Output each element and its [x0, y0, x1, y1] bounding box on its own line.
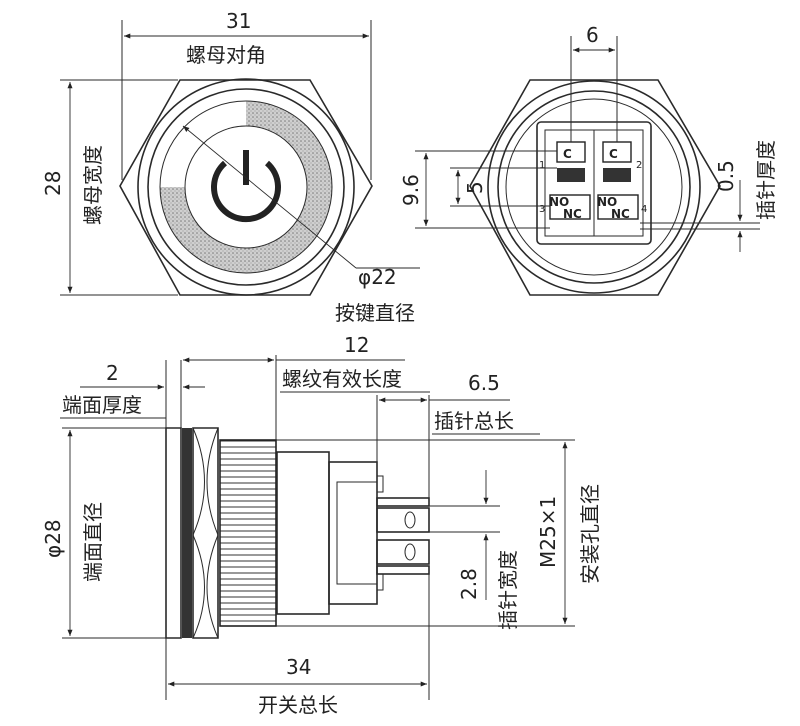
face-ring: [182, 428, 192, 638]
flange-circle: [147, 88, 345, 286]
rear-body: [276, 451, 330, 615]
pin-width-label: 插针宽度: [496, 550, 520, 630]
side-pins: [376, 475, 430, 591]
nut-width-value: 28: [41, 171, 65, 196]
front-view: φ22 按键直径 31 螺母对角 28 螺母宽度: [41, 9, 420, 325]
ring-inner: [184, 125, 308, 249]
outer-span-value: 9.6: [399, 174, 423, 206]
pin-total-label: 插针总长: [434, 409, 514, 433]
face-diameter-label: 端面直径: [81, 502, 105, 582]
terminal-number-4: 4: [641, 204, 647, 215]
nut-circle: [137, 78, 355, 296]
rear-outer-circle: [487, 80, 701, 294]
terminal-no-right: NO: [597, 195, 617, 209]
face-thickness-label: 端面厚度: [62, 393, 142, 417]
button-diameter-label: 按键直径: [335, 301, 415, 325]
terminal-nc-right: NC: [611, 207, 630, 221]
ring-outer: [159, 100, 333, 274]
pin-thickness-value: 0.5: [714, 160, 738, 192]
nut-curve-right: [206, 427, 219, 639]
diameter-leader: [182, 125, 357, 269]
terminal-number-1: 1: [539, 160, 545, 171]
rear-hex-outline: [469, 79, 721, 296]
pin-spacing-value: 6: [586, 23, 599, 47]
button-diameter-value: φ22: [358, 265, 397, 289]
threaded-body: [219, 439, 277, 627]
terminal-c-left: C: [563, 147, 572, 161]
terminal-c-right: C: [609, 147, 618, 161]
total-length-value: 34: [286, 655, 311, 679]
pin-thickness-label: 插针厚度: [754, 140, 778, 220]
side-view: 2 端面厚度 12 螺纹有效长度 6.5 插针总长 φ28 端面直径 2.8 插…: [41, 333, 602, 717]
pin-width-value: 2.8: [457, 568, 481, 600]
nut-curve-left: [192, 427, 205, 639]
nut-width-label: 螺母宽度: [81, 145, 105, 225]
terminal-number-2: 2: [636, 160, 642, 171]
terminal-number-3: 3: [539, 204, 545, 215]
mount-hole-label: 安装孔直径: [578, 484, 602, 584]
thread-length-label: 螺纹有效长度: [282, 367, 402, 391]
across-corners-label: 螺母对角: [186, 43, 266, 67]
led-ring: [160, 101, 332, 273]
terminal-housing: [536, 121, 652, 245]
side-nut: [192, 427, 219, 639]
face-plate: [165, 427, 182, 639]
mount-hole-value: M25×1: [536, 496, 560, 568]
hex-nut-outline: [119, 79, 373, 296]
rear-inner-circle: [497, 90, 691, 284]
inner-span-value: 5: [463, 181, 487, 194]
total-length-label: 开关总长: [258, 693, 338, 717]
pin-total-value: 6.5: [468, 371, 500, 395]
terminal-no-left: NO: [549, 195, 569, 209]
rear-view: C C NO NC NO NC 1 2 3 4 6 9.6 5 0.5 插针厚度: [399, 23, 778, 296]
terminal-nc-left: NC: [563, 207, 582, 221]
face-thickness-value: 2: [106, 361, 119, 385]
switch-housing-inner: [336, 481, 378, 585]
switch-housing: [328, 461, 378, 605]
face-diameter-value: φ28: [41, 519, 65, 558]
power-icon: [211, 150, 281, 223]
rear-thread-circle: [505, 98, 683, 276]
terminal-blocks: [549, 141, 639, 220]
across-corners-value: 31: [226, 9, 251, 33]
thread-length-value: 12: [344, 333, 369, 357]
